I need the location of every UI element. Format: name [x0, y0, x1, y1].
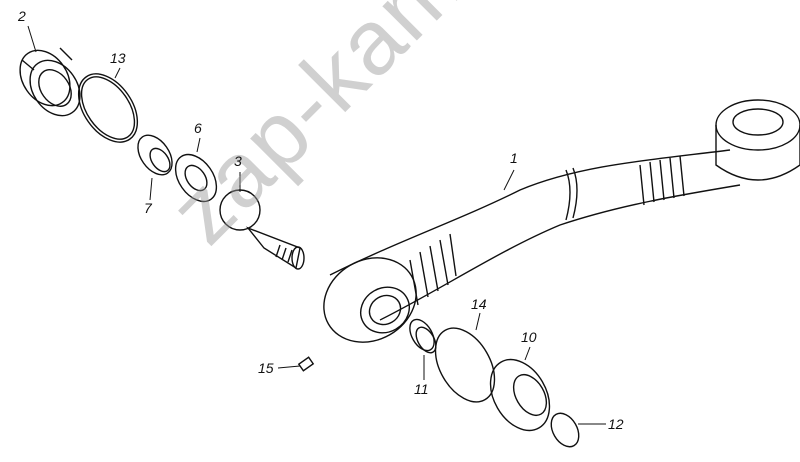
part-6-insert: [174, 153, 218, 203]
callout-11: 11: [414, 381, 429, 397]
callout-13: 14: [471, 296, 487, 312]
callout-10: 10: [521, 329, 537, 345]
leader-lines: [27, 25, 606, 425]
callout-12: 12: [608, 416, 624, 432]
callout-15: 15: [258, 360, 274, 376]
part-13-ring: [434, 327, 496, 403]
callout-3: 3: [234, 153, 242, 169]
callout-7: 7: [144, 200, 152, 216]
part-14-ring: [77, 73, 139, 143]
part-15-grease-nipple: [297, 356, 315, 372]
part-1-tie-rod: [323, 99, 800, 343]
callout-14: 13: [110, 50, 126, 66]
part-12-ring: [550, 412, 580, 448]
part-7-seat: [137, 134, 173, 176]
callout-6: 6: [194, 120, 202, 136]
part-11-ring: [409, 318, 437, 354]
part-2-nut: [19, 47, 81, 117]
part-10-boot: [489, 358, 551, 432]
callout-2: 2: [18, 8, 26, 24]
callout-1: 1: [510, 150, 518, 166]
